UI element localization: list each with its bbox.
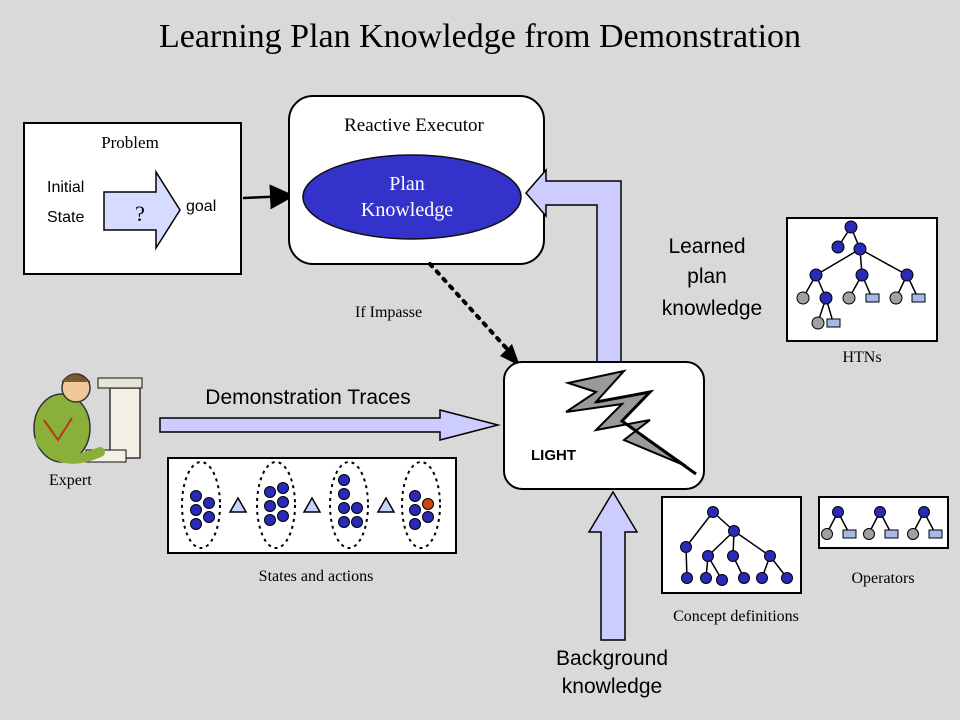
computer-tower-icon (109, 387, 141, 459)
initial-state-label-line1: Initial (47, 179, 84, 196)
learned-feedback-arrow (525, 167, 622, 363)
action-triangle-1 (228, 496, 248, 513)
plan-knowledge-line2: Knowledge (361, 199, 453, 221)
reactive-executor-box: Reactive Executor Plan Knowledge (288, 95, 545, 265)
concept-definitions-box (661, 496, 802, 594)
action-triangle-3 (376, 496, 396, 513)
plan-knowledge-ellipse (302, 154, 522, 240)
expert-illustration (33, 373, 143, 464)
goal-label: goal (186, 198, 216, 215)
state-group-1 (181, 461, 221, 549)
action-triangle-2 (302, 496, 322, 513)
operators-label: Operators (851, 570, 914, 587)
highlighted-state-node (422, 498, 434, 510)
states-actions-box (167, 457, 457, 554)
initial-state-label-line2: State (47, 209, 84, 226)
problem-arrow-shape (103, 169, 181, 251)
impasse-dotted-line (428, 262, 510, 352)
demonstration-traces-arrow (159, 409, 501, 441)
concept-definitions-label: Concept definitions (673, 608, 799, 625)
htns-label: HTNs (842, 349, 881, 366)
demonstration-traces-label: Demonstration Traces (205, 386, 410, 409)
expert-label: Expert (49, 472, 92, 489)
light-box: LIGHT (503, 361, 705, 490)
page-title: Learning Plan Knowledge from Demonstrati… (158, 18, 802, 55)
problem-box: Problem Initial State ? goal (23, 122, 242, 275)
unknown-mark: ? (135, 201, 145, 226)
states-actions-label: States and actions (259, 568, 374, 585)
lightning-bolt-edge (595, 389, 697, 476)
learned-label-line2: plan (687, 265, 727, 288)
expert-body-icon (33, 393, 91, 463)
light-label: LIGHT (531, 447, 576, 464)
plan-knowledge-line1: Plan (389, 173, 425, 195)
reactive-executor-label: Reactive Executor (344, 115, 484, 136)
state-group-2 (256, 461, 296, 549)
impasse-arrowhead (500, 344, 520, 366)
htns-box (786, 217, 938, 342)
problem-label: Problem (101, 133, 159, 152)
operators-box (818, 496, 949, 549)
learned-label-line3: knowledge (662, 297, 762, 320)
learned-label-line1: Learned (668, 235, 745, 258)
if-impasse-label: If Impasse (355, 304, 422, 321)
problem-to-executor-arrow (242, 184, 295, 210)
state-group-3 (329, 461, 369, 549)
state-group-4 (401, 461, 441, 549)
background-label-line2: knowledge (562, 675, 662, 698)
background-knowledge-arrow (587, 490, 639, 641)
background-label-line1: Background (556, 647, 668, 670)
